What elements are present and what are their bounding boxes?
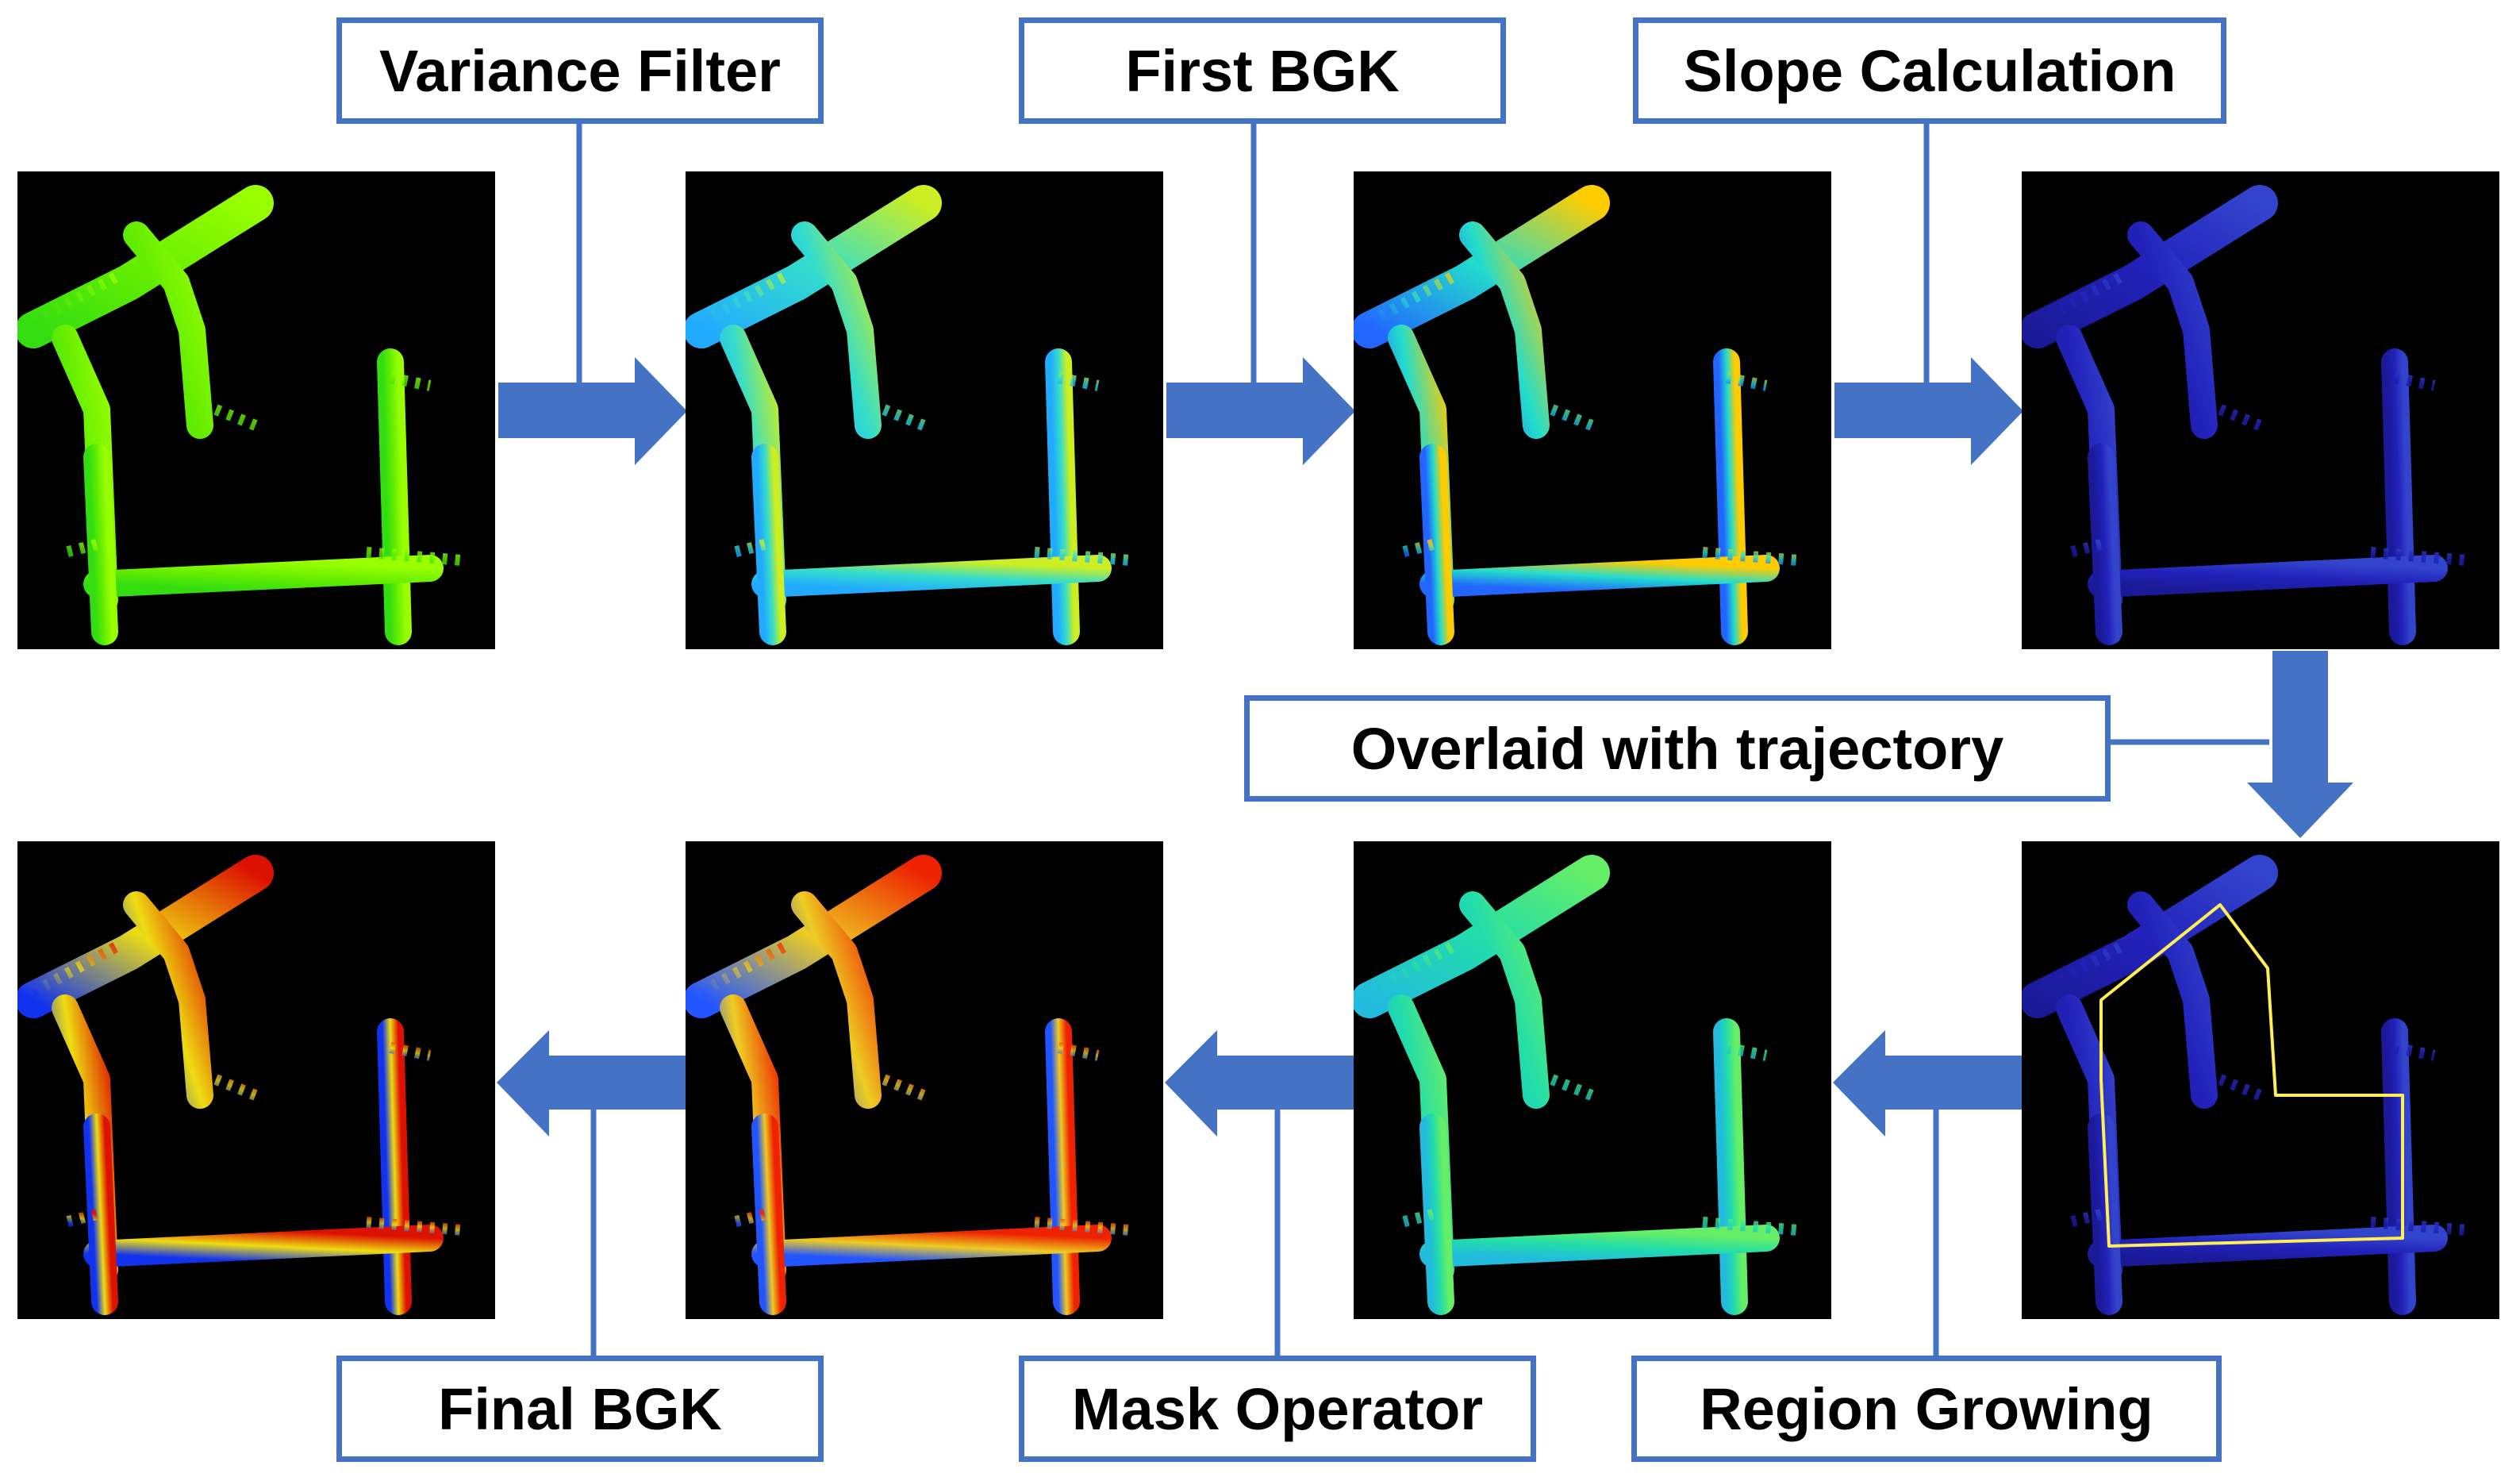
road-noise [30,269,124,328]
road-segment [2022,855,2278,1018]
region-growing-map-drawing [1354,841,1831,1319]
road-segment [2088,444,2122,645]
slope-map-panel [2022,171,2499,649]
road-segment [17,855,274,1018]
first-bgk-map-panel [1354,171,1831,649]
road-segment [1354,185,1610,348]
road-segment [83,1225,444,1267]
road-segment [83,444,118,645]
road-segment [686,855,942,1018]
road-segment [1713,348,1748,645]
road-segment [751,444,786,645]
road-noise [63,1209,98,1228]
road-noise [732,539,766,558]
road-noise [2068,1209,2103,1228]
road-segment [2381,348,2416,645]
road-noise [63,539,98,558]
road-noise [2370,1217,2467,1236]
road-segment [83,555,444,598]
road-segment [2381,1018,2416,1315]
arrow-right-3 [1834,357,2023,465]
road-noise [2370,547,2467,566]
arrow-left-2 [1165,1030,1354,1137]
road-segment [1354,855,1610,1018]
road-segment [377,1018,412,1315]
road-segment [1459,891,1550,1109]
road-noise [30,939,124,998]
road-segment [2088,1225,2448,1267]
final-bgk-label: Final BGK [336,1356,824,1462]
road-segment [17,185,274,348]
region-growing-label: Region Growing [1631,1356,2222,1462]
road-noise [2068,539,2103,558]
road-segment [1459,221,1550,439]
road-segment [1045,348,1080,645]
region-growing-map-panel [1354,841,1831,1319]
road-segment [2127,891,2218,1109]
road-noise [366,547,463,566]
vehicle-trajectory [2099,903,2404,1248]
road-segment [123,221,213,439]
road-noise [1702,547,1799,566]
road-noise [1034,547,1131,566]
road-segment [83,1114,118,1315]
slope-calculation-label: Slope Calculation [1633,17,2226,124]
road-noise [732,1209,766,1228]
road-segment [1419,555,1780,598]
road-segment [2022,185,2278,348]
road-noise [698,939,792,998]
road-noise [2034,269,2128,328]
road-segment [1713,1018,1748,1315]
variance-filtered-map-panel [686,171,1163,649]
road-noise [1366,939,1460,998]
arrow-left-3 [497,1030,686,1137]
road-segment [2088,1114,2122,1315]
variance-filtered-map-drawing [686,171,1163,649]
overlaid-with-trajectory-label: Overlaid with trajectory [1244,695,2111,802]
road-segment [123,891,213,1109]
road-segment [1045,1018,1080,1315]
road-segment [791,221,882,439]
road-segment [1419,444,1454,645]
road-segment [377,348,412,645]
mask-operator-map-panel [686,841,1163,1319]
road-segment [1419,1114,1454,1315]
road-noise [366,1217,463,1236]
road-segment [751,1114,786,1315]
trajectory-overlay-map-panel [2022,841,2499,1319]
road-noise [1366,269,1460,328]
road-segment [1419,1225,1780,1267]
final-bgk-map-drawing [17,841,495,1319]
first-bgk-label: First BGK [1019,17,1506,124]
slope-map-drawing [2022,171,2499,649]
road-noise [1400,1209,1435,1228]
arrow-down [2247,651,2353,838]
variance-filter-label: Variance Filter [336,17,824,124]
raw-map-panel [17,171,495,649]
mask-operator-label: Mask Operator [1019,1356,1536,1462]
arrow-right-2 [1166,357,1355,465]
road-segment [751,1225,1112,1267]
first-bgk-map-drawing [1354,171,1831,649]
road-noise [1702,1217,1799,1236]
raw-map-drawing [17,171,495,649]
arrow-left-1 [1833,1030,2022,1137]
road-segment [2088,555,2448,598]
trajectory-overlay-map-drawing [2022,841,2499,1319]
arrow-right-1 [498,357,687,465]
road-noise [1034,1217,1131,1236]
final-bgk-map-panel [17,841,495,1319]
road-segment [751,555,1112,598]
mask-operator-map-drawing [686,841,1163,1319]
road-noise [2034,939,2128,998]
road-segment [686,185,942,348]
road-noise [698,269,792,328]
road-segment [2127,221,2218,439]
road-segment [791,891,882,1109]
road-noise [1400,539,1435,558]
